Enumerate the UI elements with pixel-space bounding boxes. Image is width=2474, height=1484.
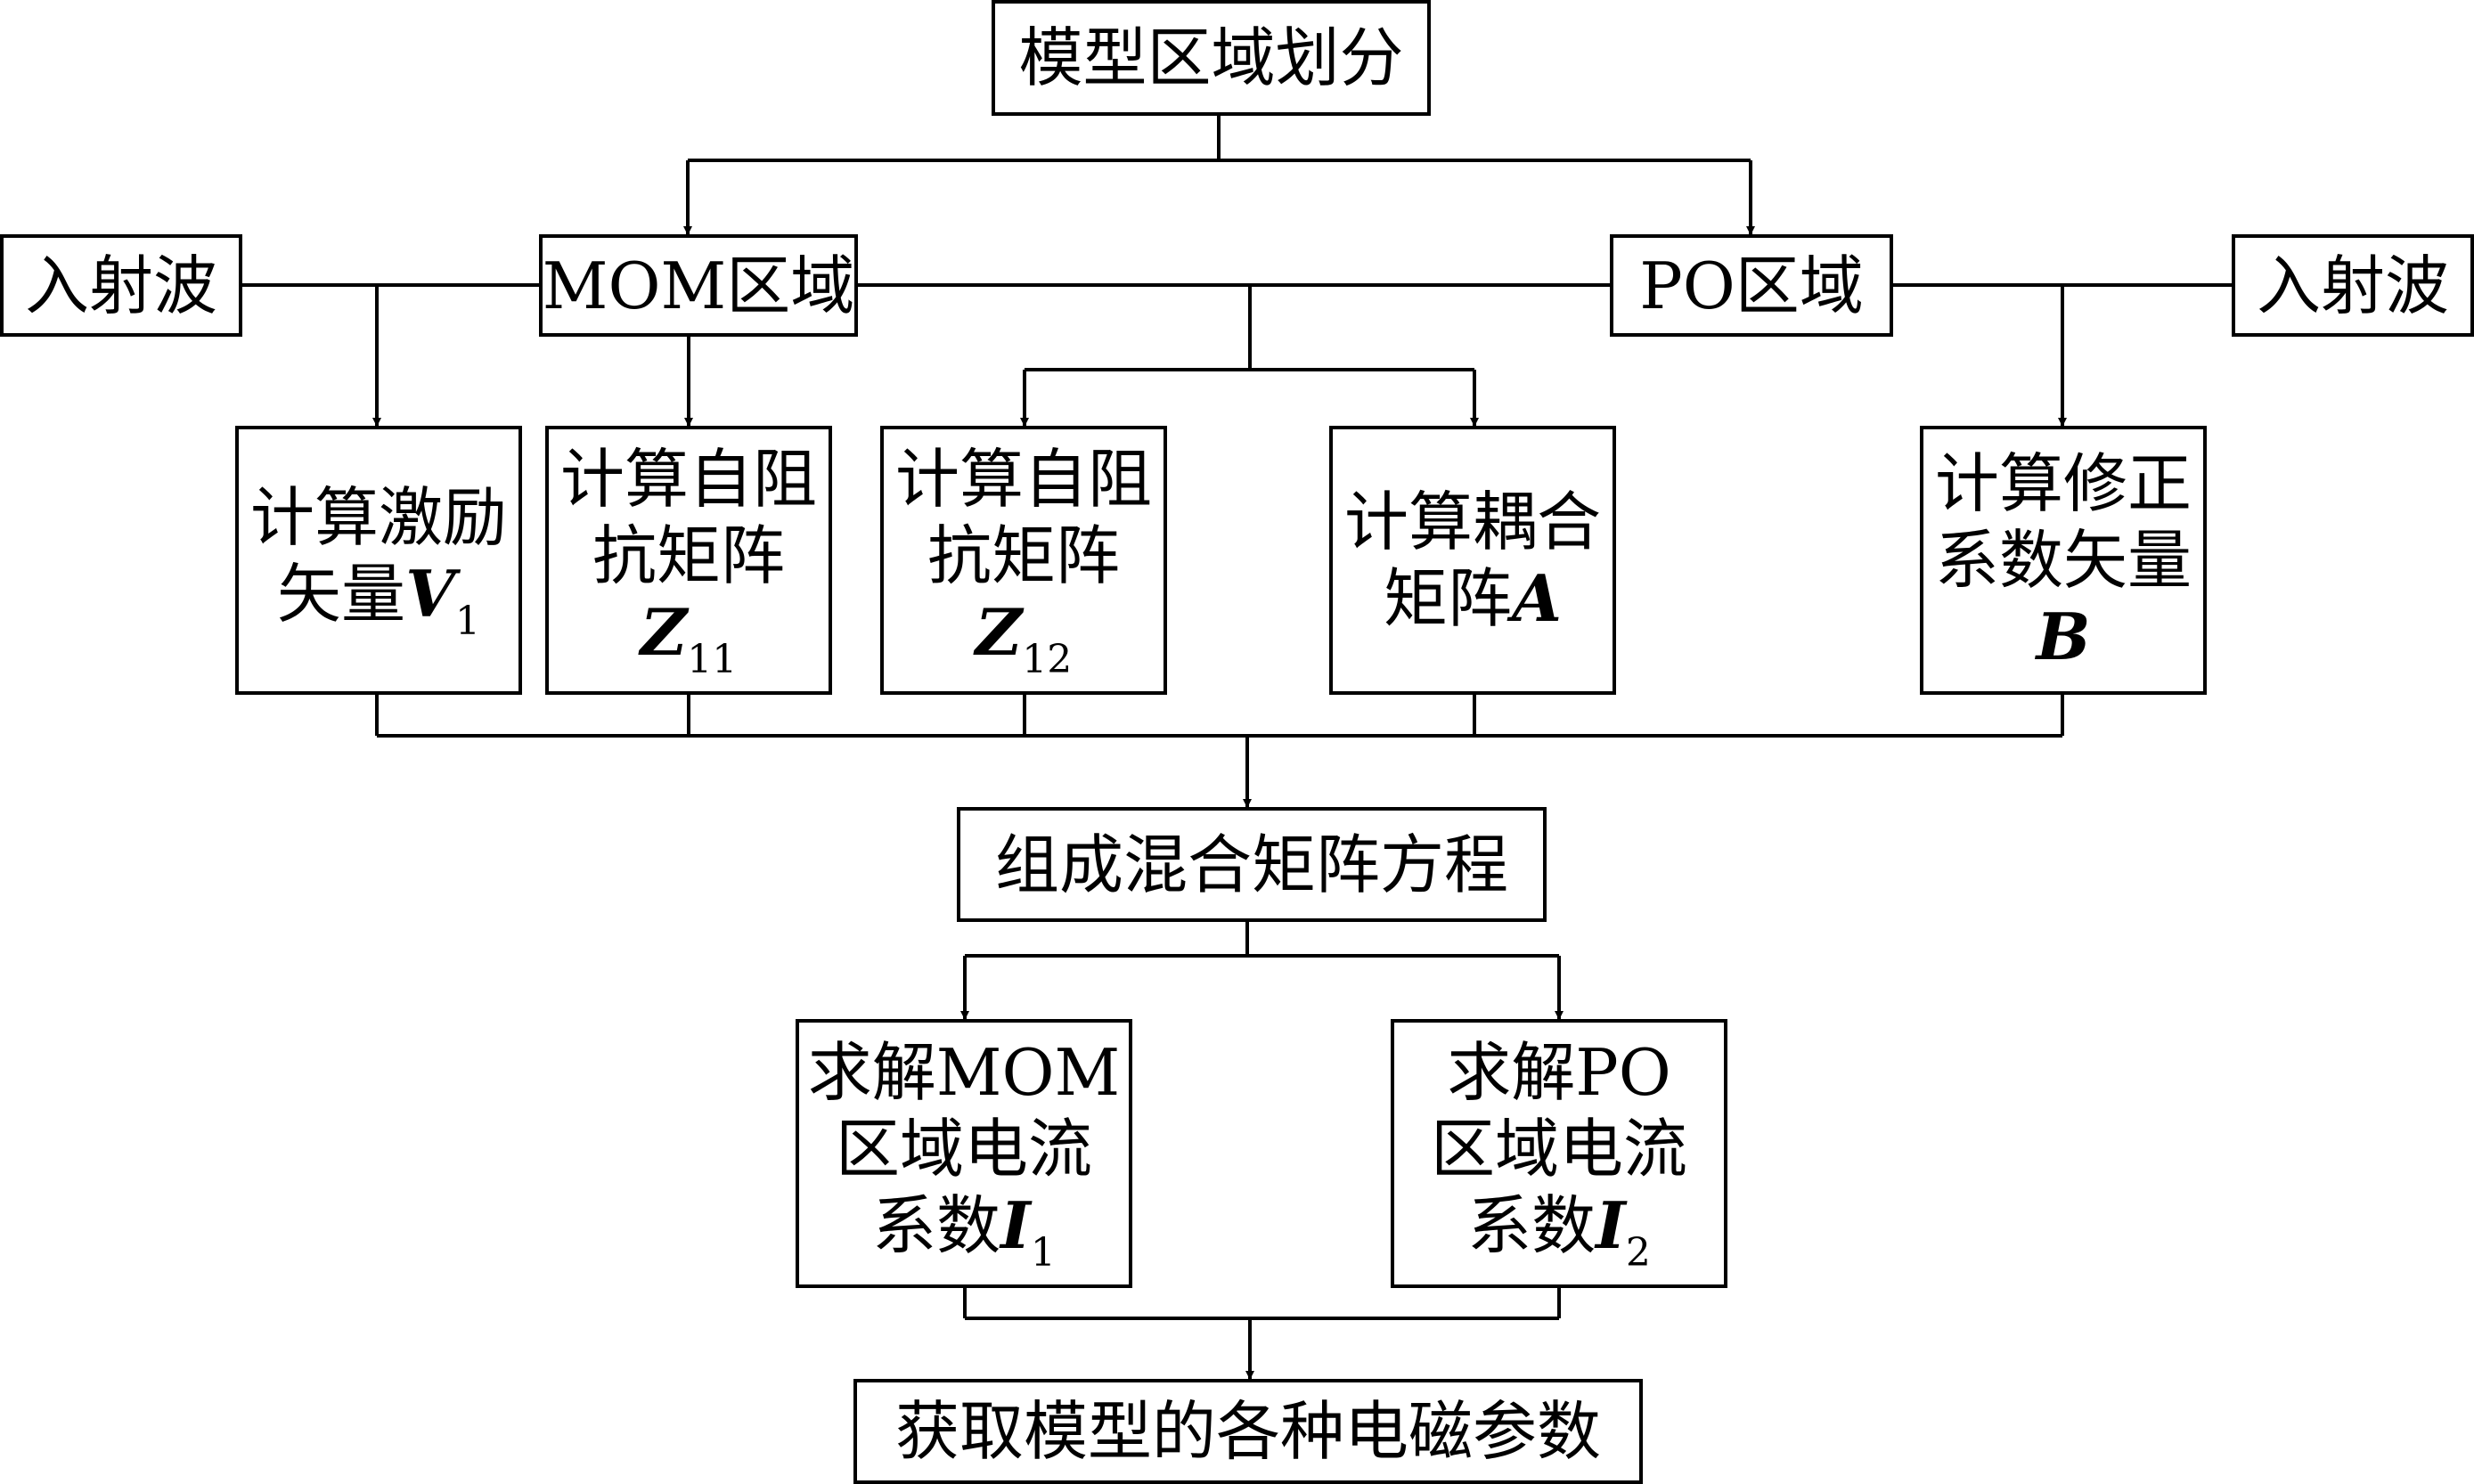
model-partition-label: 模型区域划分 bbox=[1018, 20, 1404, 95]
get-params-label: 获取模型的各种电磁参数 bbox=[894, 1394, 1601, 1469]
solve-po-line1: 求解PO bbox=[1447, 1034, 1671, 1110]
solve-po-line3: 系数I2 bbox=[1467, 1186, 1651, 1276]
calc-z11-symbol: Z11 bbox=[640, 593, 738, 682]
calc-z12-line2: 抗矩阵 bbox=[927, 518, 1120, 593]
get-em-parameters-box: 获取模型的各种电磁参数 bbox=[853, 1379, 1643, 1484]
calc-a-line2: 矩阵A bbox=[1384, 560, 1562, 636]
solve-po-line2: 区域电流 bbox=[1430, 1111, 1687, 1186]
incident-wave-right-label: 入射波 bbox=[2256, 248, 2449, 323]
calc-z11-line2: 抗矩阵 bbox=[592, 518, 785, 593]
calc-b-symbol: B bbox=[2036, 599, 2091, 674]
calc-b-line2: 系数矢量 bbox=[1934, 523, 2192, 598]
po-region-box: PO区域 bbox=[1610, 234, 1893, 337]
solve-mom-line1: 求解MOM bbox=[807, 1034, 1121, 1110]
model-partition-box: 模型区域划分 bbox=[992, 0, 1431, 116]
incident-wave-left-box: 入射波 bbox=[0, 234, 242, 337]
mixed-equation-label: 组成混合矩阵方程 bbox=[994, 827, 1508, 902]
solve-mom-line3: 系数I1 bbox=[872, 1186, 1056, 1276]
calc-self-impedance-z12-box: 计算自阻 抗矩阵 Z12 bbox=[880, 426, 1167, 695]
calc-coupling-matrix-box: 计算耦合 矩阵A bbox=[1329, 426, 1616, 695]
calc-z12-symbol: Z12 bbox=[975, 593, 1073, 682]
mixed-matrix-equation-box: 组成混合矩阵方程 bbox=[957, 807, 1547, 922]
incident-wave-right-box: 入射波 bbox=[2232, 234, 2474, 337]
solve-mom-line2: 区域电流 bbox=[835, 1111, 1092, 1186]
solve-po-current-box: 求解PO 区域电流 系数I2 bbox=[1391, 1019, 1727, 1288]
calc-z11-line1: 计算自阻 bbox=[559, 441, 817, 517]
mom-region-label: MOM区域 bbox=[542, 248, 855, 323]
mom-region-box: MOM区域 bbox=[539, 234, 858, 337]
calc-self-impedance-z11-box: 计算自阻 抗矩阵 Z11 bbox=[545, 426, 832, 695]
solve-mom-current-box: 求解MOM 区域电流 系数I1 bbox=[796, 1019, 1132, 1288]
calc-z12-line1: 计算自阻 bbox=[894, 441, 1152, 517]
calc-excitation-vector-box: 计算激励 矢量V1 bbox=[235, 426, 522, 695]
calc-v1-line2: 矢量V1 bbox=[277, 555, 480, 644]
incident-wave-left-label: 入射波 bbox=[24, 248, 217, 323]
calc-correction-vector-box: 计算修正 系数矢量 B bbox=[1920, 426, 2207, 695]
calc-v1-line1: 计算激励 bbox=[249, 479, 507, 555]
po-region-label: PO区域 bbox=[1639, 248, 1864, 323]
calc-b-line1: 计算修正 bbox=[1934, 446, 2192, 521]
calc-a-line1: 计算耦合 bbox=[1343, 485, 1601, 559]
